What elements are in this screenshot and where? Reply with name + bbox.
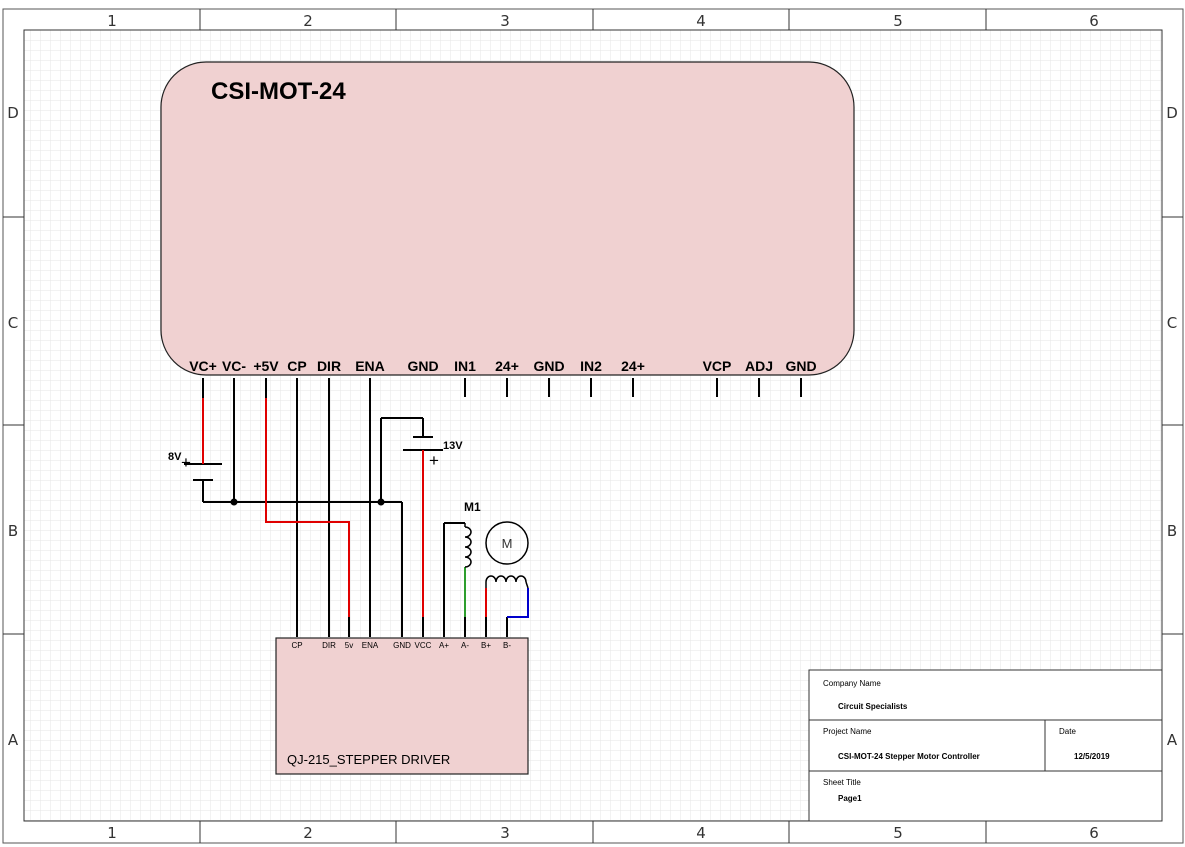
date-label: Date (1059, 727, 1076, 736)
col-label-6-top: 6 (1089, 12, 1099, 30)
project-name-value: CSI-MOT-24 Stepper Motor Controller (838, 752, 980, 761)
driver-pin-b-plus: B+ (481, 641, 491, 650)
motor-symbol-letter: M (502, 536, 513, 551)
pin-5v: +5V (253, 358, 279, 374)
row-label-a-left: A (8, 731, 19, 749)
row-label-a-right: A (1167, 731, 1178, 749)
driver-pin-ena: ENA (362, 641, 379, 650)
pin-in1: IN1 (454, 358, 476, 374)
red-wire-ends (348, 617, 487, 637)
row-label-c-right: C (1167, 314, 1177, 332)
driver-pin-b-minus: B- (503, 641, 511, 650)
pin-in2: IN2 (580, 358, 602, 374)
pin-vcp: VCP (703, 358, 732, 374)
row-label-b-right: B (1167, 522, 1177, 540)
pin-gnd-1: GND (407, 358, 438, 374)
sheet-title-value: Page1 (838, 794, 862, 803)
battery-8v-label: 8V (168, 451, 182, 463)
stepper-driver-block[interactable] (275, 637, 529, 775)
battery-13v-plus: + (429, 451, 439, 470)
driver-pin-cp: CP (291, 641, 302, 650)
pin-vc-plus: VC+ (189, 358, 217, 374)
battery-13v-label: 13V (443, 440, 463, 452)
pin-gnd-3: GND (785, 358, 816, 374)
driver-pin-a-plus: A+ (439, 641, 449, 650)
row-label-c-left: C (8, 314, 18, 332)
row-label-d-left: D (7, 104, 19, 122)
project-name-label: Project Name (823, 727, 872, 736)
column-dividers (3, 9, 1183, 843)
motor-symbol[interactable] (485, 521, 529, 565)
blue-wire (507, 588, 529, 618)
col-label-3-top: 3 (500, 12, 510, 30)
driver-pin-a-minus: A- (461, 641, 469, 650)
col-label-3-bottom: 3 (500, 824, 510, 842)
pin-dir: DIR (317, 358, 341, 374)
pin-cp: CP (287, 358, 306, 374)
driver-pin-dir: DIR (322, 641, 336, 650)
black-wires (202, 378, 508, 637)
motor-ref-label: M1 (464, 500, 481, 514)
date-value: 12/5/2019 (1074, 752, 1110, 761)
junction-gnd (377, 498, 385, 506)
controller-block[interactable] (160, 61, 855, 376)
col-label-1-bottom: 1 (107, 824, 117, 842)
sheet-title-label: Sheet Title (823, 778, 861, 787)
battery-13v[interactable] (403, 436, 443, 470)
title-block (808, 669, 1163, 822)
red-wires (202, 398, 487, 617)
pin-ena: ENA (355, 358, 385, 374)
battery-8v[interactable] (184, 447, 222, 481)
unconnected-pin-stubs (464, 378, 802, 397)
col-label-4-bottom: 4 (696, 824, 706, 842)
row-label-b-left: B (8, 522, 18, 540)
junction-vc-minus (230, 498, 238, 506)
col-label-2-bottom: 2 (303, 824, 313, 842)
motor-coil-a (464, 523, 472, 568)
pin-adj: ADJ (745, 358, 773, 374)
pin-24-plus-1: 24+ (495, 358, 519, 374)
pin-gnd-2: GND (533, 358, 564, 374)
col-label-5-bottom: 5 (893, 824, 903, 842)
company-name-value: Circuit Specialists (838, 702, 908, 711)
pin-vc-minus: VC- (222, 358, 246, 374)
col-label-2-top: 2 (303, 12, 313, 30)
col-label-5-top: 5 (893, 12, 903, 30)
driver-pin-vcc: VCC (415, 641, 432, 650)
driver-title: QJ-215_STEPPER DRIVER (287, 752, 450, 767)
col-label-1-top: 1 (107, 12, 117, 30)
pin-24-plus-2: 24+ (621, 358, 645, 374)
col-label-6-bottom: 6 (1089, 824, 1099, 842)
col-label-4-top: 4 (696, 12, 706, 30)
driver-pin-5v: 5v (345, 641, 353, 650)
driver-pin-gnd: GND (393, 641, 411, 650)
row-label-d-right: D (1166, 104, 1178, 122)
motor-coil-b (485, 575, 529, 589)
company-name-label: Company Name (823, 679, 881, 688)
controller-title: CSI-MOT-24 (211, 78, 346, 105)
battery-8v-plus: + (181, 453, 191, 472)
